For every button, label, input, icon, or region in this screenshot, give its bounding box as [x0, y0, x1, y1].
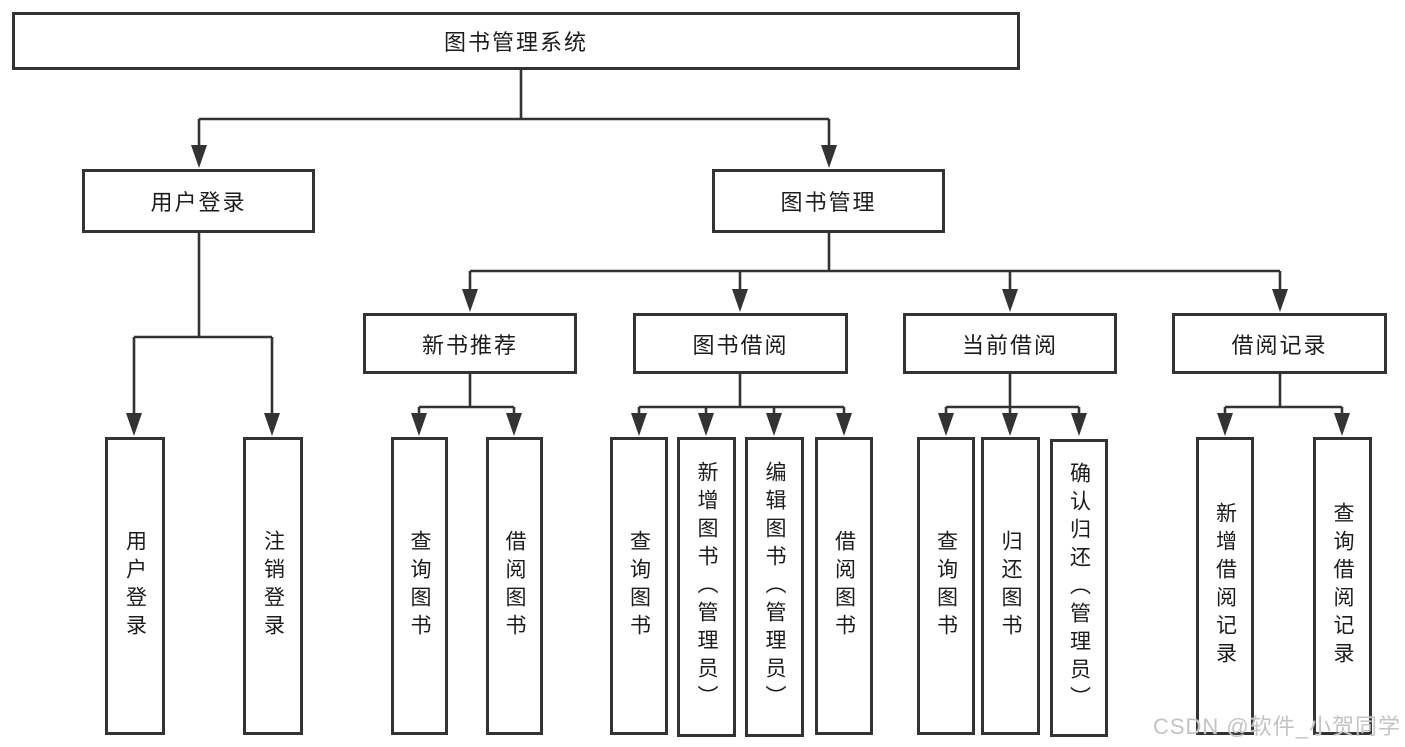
leaf-edit-book-admin: 编辑图书（管理员） — [745, 437, 804, 737]
node-book-management-module: 图书管理 — [712, 169, 945, 233]
leaf-add-book-admin: 新增图书（管理员） — [677, 437, 736, 737]
node-new-book-recommend: 新书推荐 — [363, 313, 577, 374]
leaf-borrow-books-recommend: 借阅图书 — [486, 437, 543, 735]
node-borrow-records: 借阅记录 — [1172, 313, 1387, 374]
node-user-login-module: 用户登录 — [82, 169, 315, 233]
leaf-user-login: 用户登录 — [105, 437, 165, 735]
leaf-logout: 注销登录 — [243, 437, 303, 735]
leaf-query-borrow-record: 查询借阅记录 — [1313, 437, 1372, 735]
leaf-label: 借阅图书 — [832, 530, 856, 642]
leaf-label: 查询借阅记录 — [1331, 502, 1354, 670]
leaf-label: 查询图书 — [934, 530, 958, 642]
leaf-label: 查询图书 — [408, 530, 431, 642]
leaf-label: 新增借阅记录 — [1213, 502, 1237, 670]
leaf-query-books-recommend: 查询图书 — [391, 437, 448, 735]
leaf-return-books: 归还图书 — [981, 437, 1040, 735]
leaf-label: 归还图书 — [999, 530, 1022, 642]
leaf-label: 确认归还（管理员） — [1067, 462, 1091, 714]
leaf-query-books-current: 查询图书 — [917, 437, 975, 735]
leaf-confirm-return-admin: 确认归还（管理员） — [1050, 439, 1108, 737]
node-current-borrow: 当前借阅 — [903, 313, 1117, 374]
leaf-label: 新增图书（管理员） — [695, 461, 718, 713]
leaf-query-books-borrow: 查询图书 — [610, 437, 668, 735]
node-book-borrow: 图书借阅 — [633, 313, 848, 374]
leaf-label: 查询图书 — [627, 530, 651, 642]
csdn-watermark: CSDN @软件_小贺同学 — [1152, 714, 1401, 739]
arrowhead-icons — [126, 145, 1350, 436]
node-root-library-system: 图书管理系统 — [12, 12, 1020, 70]
leaf-label: 借阅图书 — [503, 530, 526, 642]
leaf-borrow-books: 借阅图书 — [815, 437, 873, 735]
leaf-label: 编辑图书（管理员） — [763, 461, 786, 713]
leaf-label: 用户登录 — [123, 530, 147, 642]
leaf-add-borrow-record: 新增借阅记录 — [1196, 437, 1254, 735]
leaf-label: 注销登录 — [261, 530, 285, 642]
